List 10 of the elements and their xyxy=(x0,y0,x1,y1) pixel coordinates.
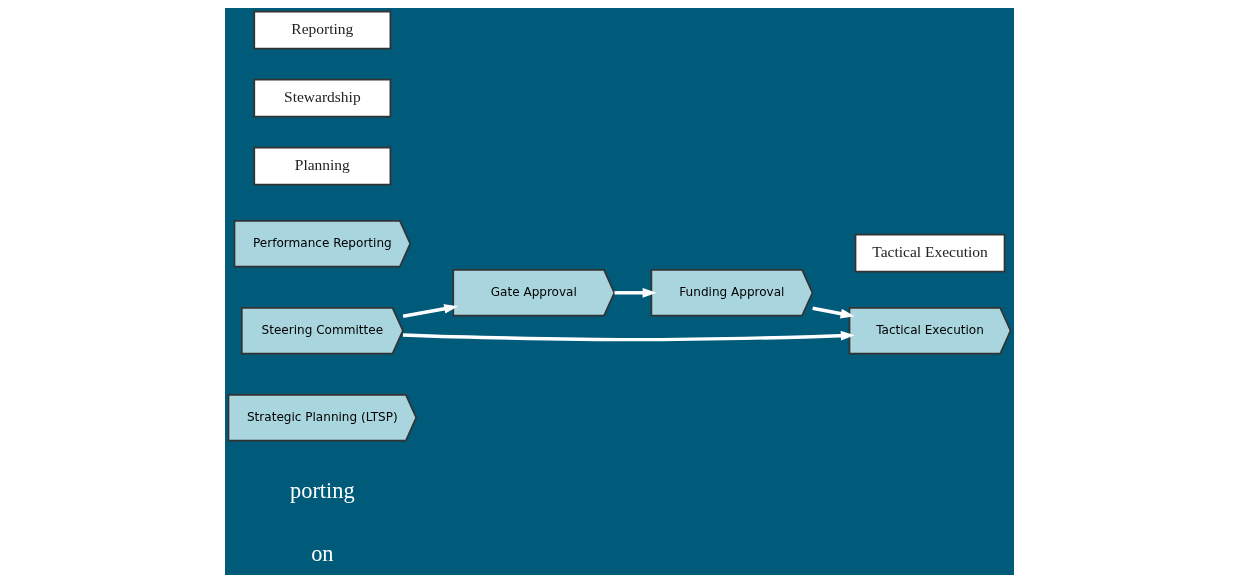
node-box: Planning xyxy=(253,146,392,186)
node-box: Stewardship xyxy=(253,78,392,118)
label: on xyxy=(311,540,334,566)
node-box: Reporting xyxy=(253,10,392,50)
arrow xyxy=(402,330,855,342)
label: porting xyxy=(290,478,355,504)
arrow xyxy=(812,306,855,319)
arrow xyxy=(402,304,459,318)
arrow xyxy=(614,287,657,298)
node-box: Tactical Execution xyxy=(854,233,1006,273)
